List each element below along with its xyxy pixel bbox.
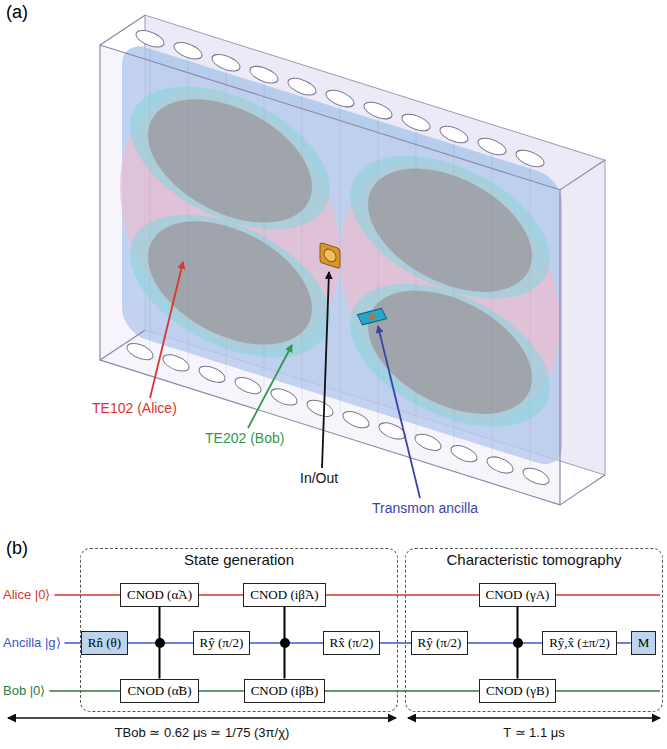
gate-box: Rŷ,x̂ (±π/2) (542, 631, 617, 655)
control-line (283, 607, 285, 679)
control-line (516, 607, 518, 679)
gate-box: CNOD (α̃B) (120, 679, 198, 703)
gate-label: CNOD (α̃B) (127, 683, 191, 698)
gate-box: CNOD (γB) (479, 679, 556, 703)
gate-box: Rn̂ (θ) (81, 631, 128, 655)
gate-box: Rx̂ (π/2) (323, 631, 381, 655)
gate-box: CNOD (iβ̃A) (243, 583, 325, 607)
duration-label: T ≃ 1.1 μs (503, 725, 565, 741)
group-title: State generation (81, 551, 397, 568)
panel-label: (b) (6, 538, 28, 560)
group-box: State generationCNOD (α̃A) CNOD (iβ̃A) Rn̂… (80, 548, 398, 712)
gate-box: CNOD (α̃A) (120, 583, 199, 607)
duration-label: TBob ≃ 0.62 μs ≃ 1/75 (3π/χ) (115, 725, 290, 741)
gate-box: Rŷ (π/2) (193, 631, 251, 655)
wire-label: Bob |0⟩ (3, 683, 45, 699)
gate-label: M (638, 635, 650, 650)
part-label: In/Out (300, 470, 338, 487)
wire-label: Ancilla |g⟩ (3, 635, 61, 651)
part-label: TE202 (Bob) (205, 430, 284, 447)
wire-label: Alice |0⟩ (3, 587, 50, 603)
gate-box: CNOD (γA) (479, 583, 557, 607)
gate-box: Rŷ (π/2) (411, 631, 469, 655)
gate-label: CNOD (iβ̃B) (251, 683, 319, 698)
gate-box: CNOD (iβ̃B) (244, 679, 326, 703)
gate-label: CNOD (iβ̃A) (250, 587, 318, 602)
gate-box: M (631, 631, 657, 655)
part-label: TE102 (Alice) (92, 400, 177, 417)
gate-label: CNOD (γB) (486, 683, 549, 698)
control-line (158, 607, 160, 679)
part-label: Transmon ancilla (372, 500, 478, 517)
gate-label: Rŷ,x̂ (±π/2) (549, 635, 610, 650)
gate-label: CNOD (α̃A) (127, 587, 192, 602)
gate-label: CNOD (γA) (486, 587, 550, 602)
panel-label: (a) (6, 2, 28, 24)
gate-label: Rn̂ (θ) (88, 635, 121, 650)
gate-label: Rŷ (π/2) (418, 635, 462, 650)
group-box: Characteristic tomographyCNOD (γA) Rŷ (π/… (405, 548, 663, 712)
gate-label: Rŷ (π/2) (200, 635, 244, 650)
gate-label: Rx̂ (π/2) (330, 635, 374, 650)
group-title: Characteristic tomography (406, 551, 662, 568)
